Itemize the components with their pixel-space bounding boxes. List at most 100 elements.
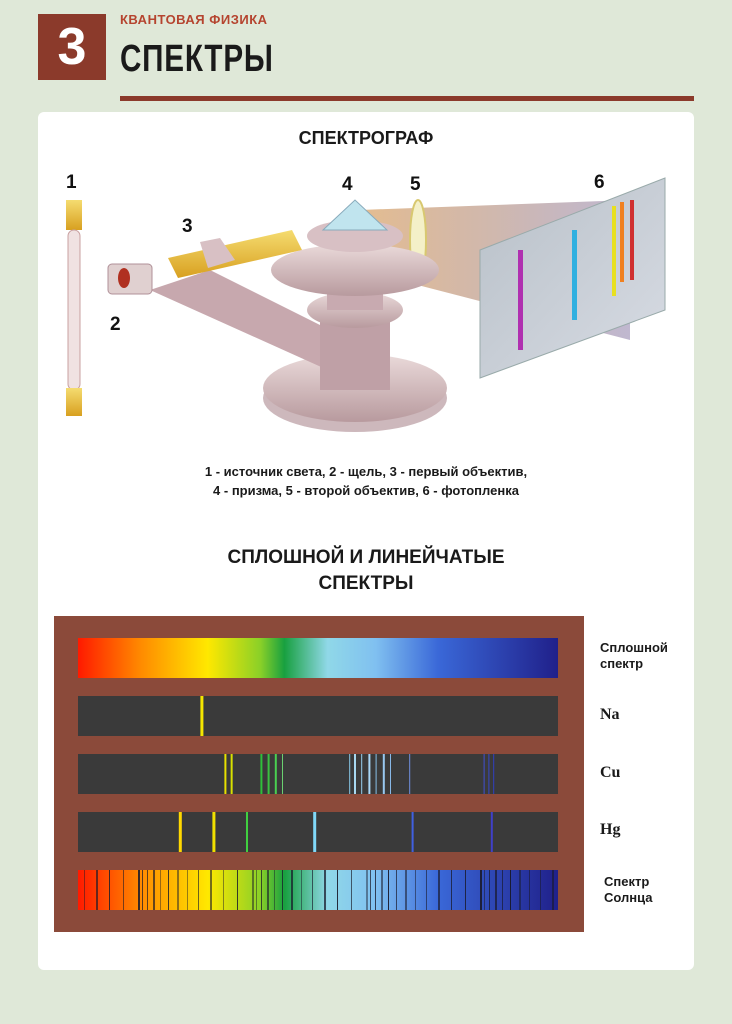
callout-4: 4 — [342, 174, 353, 195]
legend-line-1: 1 - источник света, 2 - щель, 3 - первый… — [204, 464, 528, 479]
absorption-line — [168, 870, 169, 910]
label-continuous-2: спектр — [600, 656, 644, 671]
emission-line — [178, 812, 182, 852]
absorption-line — [267, 870, 269, 910]
emission-line — [260, 754, 263, 794]
plate-line — [518, 250, 523, 350]
spectrograph-title: СПЕКТРОГРАФ — [298, 128, 434, 148]
continuous-spectrum — [78, 638, 558, 678]
slit — [118, 268, 130, 288]
emission-line — [349, 754, 351, 794]
lamp-cap-bottom — [66, 388, 82, 416]
prism-table — [271, 244, 439, 296]
callout-5: 5 — [410, 174, 421, 195]
spectrograph-legend: 1 - источник света, 2 - щель, 3 - первый… — [0, 462, 732, 500]
label-solar-2: Солнца — [604, 890, 653, 905]
absorption-line — [301, 870, 302, 910]
absorption-line — [366, 870, 368, 910]
plate-line — [572, 230, 577, 320]
absorption-line — [142, 870, 143, 910]
absorption-line — [480, 870, 482, 910]
absorption-line — [261, 870, 262, 910]
absorption-line — [426, 870, 427, 910]
header-divider — [120, 96, 694, 101]
emission-line — [200, 696, 204, 736]
spectrum-band-hg — [78, 812, 558, 852]
absorption-line — [451, 870, 452, 910]
spectrum-band-na — [78, 696, 558, 736]
label-solar: Спектр Солнца — [604, 874, 653, 906]
emission-line — [361, 754, 363, 794]
absorption-line — [540, 870, 541, 910]
spectrograph-illustration — [66, 177, 666, 432]
label-na: Na — [600, 706, 620, 723]
absorption-line — [337, 870, 338, 910]
subject-title: КВАНТОВАЯ ФИЗИКА — [120, 12, 268, 27]
absorption-line — [198, 870, 199, 910]
line-spectra-group — [78, 696, 558, 852]
absorption-line — [109, 870, 110, 910]
emission-line — [354, 754, 356, 794]
absorption-line — [415, 870, 416, 910]
fraunhofer-lines — [84, 870, 554, 910]
emission-line — [282, 754, 283, 794]
legend-line-2: 4 - призма, 5 - второй объектив, 6 - фот… — [213, 483, 519, 498]
absorption-line — [552, 870, 554, 910]
absorption-line — [274, 870, 275, 910]
chapter-number: 3 — [38, 14, 106, 80]
absorption-line — [256, 870, 257, 910]
absorption-line — [237, 870, 238, 910]
plate-line — [612, 206, 616, 296]
lamp-cap-top — [66, 200, 82, 230]
emission-line — [230, 754, 233, 794]
absorption-line — [375, 870, 376, 910]
absorption-line — [484, 870, 485, 910]
emission-line — [483, 754, 485, 794]
emission-line — [490, 812, 493, 852]
emission-line — [375, 754, 377, 794]
emission-line — [409, 754, 411, 794]
label-cu: Cu — [600, 764, 621, 781]
label-hg: Hg — [600, 821, 621, 838]
absorption-line — [282, 870, 283, 910]
prism — [321, 199, 389, 231]
absorption-line — [324, 870, 326, 910]
absorption-line — [291, 870, 293, 910]
absorption-line — [465, 870, 466, 910]
absorption-line — [138, 870, 140, 910]
absorption-line — [160, 870, 161, 910]
slit-holder — [107, 263, 153, 295]
emission-line — [382, 754, 385, 794]
plate-line — [630, 200, 634, 280]
absorption-line — [223, 870, 224, 910]
absorption-line — [210, 870, 212, 910]
absorption-line — [153, 870, 155, 910]
emission-line — [267, 754, 270, 794]
absorption-line — [495, 870, 497, 910]
absorption-line — [177, 870, 179, 910]
emission-line — [368, 754, 371, 794]
absorption-line — [351, 870, 352, 910]
label-continuous-1: Сплошной — [600, 640, 668, 655]
absorption-line — [396, 870, 397, 910]
absorption-line — [252, 870, 254, 910]
callout-1: 1 — [66, 172, 77, 193]
first-objective-tube — [168, 230, 302, 278]
emission-line — [246, 812, 248, 852]
topic-title: СПЕКТРЫ — [120, 38, 274, 80]
spectra-title-line-2: СПЕКТРЫ — [318, 573, 414, 594]
emission-line — [411, 812, 414, 852]
absorption-line — [388, 870, 389, 910]
absorption-line — [519, 870, 521, 910]
absorption-line — [187, 870, 188, 910]
absorption-line — [502, 870, 503, 910]
callout-3: 3 — [182, 216, 193, 237]
absorption-line — [123, 870, 124, 910]
absorption-line — [96, 870, 98, 910]
absorption-line — [370, 870, 371, 910]
absorption-line — [510, 870, 511, 910]
spectra-chart — [78, 638, 558, 910]
solar-spectrum — [78, 870, 558, 910]
label-continuous: Сплошной спектр — [600, 640, 668, 672]
emission-line — [313, 812, 317, 852]
